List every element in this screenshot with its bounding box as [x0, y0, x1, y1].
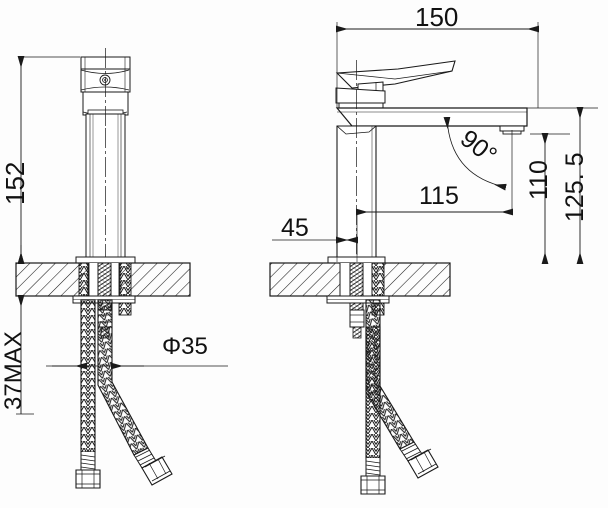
- side-view-cap: [335, 87, 386, 109]
- side-view-hose-right: [365, 299, 439, 479]
- front-view-body: [85, 48, 126, 268]
- front-view-hose-stub: [78, 262, 132, 316]
- dim-90deg: [443, 116, 507, 191]
- dim-37max: [16, 245, 34, 415]
- front-view-hose-right: [97, 299, 173, 486]
- dim-150: [336, 22, 539, 108]
- side-view-group: [269, 22, 598, 495]
- dim-label-115: 115: [419, 182, 459, 210]
- dim-label-152: 152: [0, 161, 30, 205]
- dim-45: [272, 236, 358, 262]
- dim-label-dia35: Φ35: [162, 333, 208, 360]
- front-view-hose-left: [75, 299, 101, 489]
- front-view-base-flange: [75, 256, 136, 264]
- side-view-nut: [349, 309, 365, 339]
- side-view-base-flange: [327, 256, 386, 264]
- dim-label-110: 110: [525, 160, 553, 200]
- dim-label-37max: 37MAX: [0, 331, 27, 410]
- dim-125-5: [450, 107, 598, 264]
- dim-label-45: 45: [281, 214, 309, 242]
- dim-label-125-5: 125. 5: [561, 152, 589, 222]
- front-view-group: [15, 48, 228, 489]
- dim-110: [530, 133, 570, 264]
- side-view-hose-stub: [371, 262, 385, 316]
- dim-label-150: 150: [415, 2, 459, 32]
- dim-152: [17, 56, 80, 264]
- side-view-threaded-stud: [349, 262, 364, 312]
